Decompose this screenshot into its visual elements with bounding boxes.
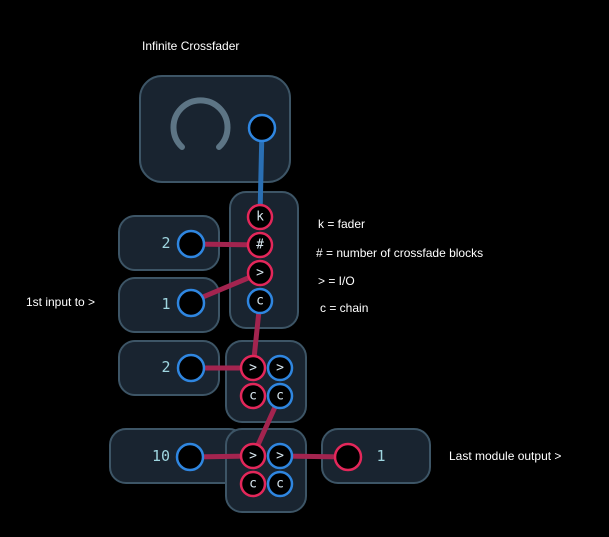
legend-k: k = fader (318, 217, 365, 231)
output-input-port[interactable] (333, 442, 363, 472)
page-title: Infinite Crossfader (142, 39, 239, 53)
first-input-label: 1st input to > (26, 295, 95, 309)
second-input-output-port[interactable] (176, 353, 206, 383)
blocks-output-port[interactable] (176, 229, 206, 259)
third-input-value: 10 (152, 447, 170, 465)
block2-port-c-in-label: c (249, 477, 257, 492)
block2-port-c-out[interactable] (266, 470, 294, 498)
block1-port-c-out-label: c (276, 389, 284, 404)
block1-port-c-out[interactable] (266, 382, 294, 410)
port-gt[interactable] (246, 259, 274, 287)
port-c-out[interactable] (246, 287, 274, 315)
crossfade-block-2[interactable] (225, 428, 307, 513)
block1-port-c-in-label: c (249, 389, 257, 404)
block2-port-gt-out-label: > (276, 449, 284, 464)
block2-port-gt-in-label: > (249, 449, 257, 464)
block1-port-gt-in[interactable] (239, 354, 267, 382)
port-hash[interactable] (246, 231, 274, 259)
block1-port-gt-in-label: > (249, 361, 257, 376)
port-c-out-label: c (256, 294, 264, 309)
port-hash-label: # (256, 238, 264, 253)
crossfade-block-1[interactable] (225, 340, 307, 423)
fader-output-port[interactable] (247, 113, 277, 143)
knob-icon[interactable] (170, 97, 231, 150)
block2-port-gt-out[interactable] (266, 442, 294, 470)
block2-port-c-in[interactable] (239, 470, 267, 498)
block2-port-gt-in[interactable] (239, 442, 267, 470)
block1-port-gt-out-label: > (276, 361, 284, 376)
last-output-label: Last module output > (449, 449, 561, 463)
third-input-output-port[interactable] (175, 442, 205, 472)
cable-fader-to-k[interactable] (257, 125, 265, 219)
fader-module[interactable] (139, 75, 291, 183)
blocks-value: 2 (161, 234, 170, 252)
block2-port-c-out-label: c (276, 477, 284, 492)
output-value: 1 (376, 447, 385, 465)
legend-hash: # = number of crossfade blocks (316, 246, 483, 260)
block1-port-c-in[interactable] (239, 382, 267, 410)
block1-port-gt-out[interactable] (266, 354, 294, 382)
legend-gt: > = I/O (318, 274, 355, 288)
legend-c: c = chain (320, 301, 368, 315)
port-k[interactable] (246, 203, 274, 231)
first-input-value: 1 (161, 295, 170, 313)
port-k-label: k (256, 210, 264, 225)
crossfader-main-module[interactable] (229, 191, 299, 329)
second-input-value: 2 (161, 358, 170, 376)
first-input-output-port[interactable] (176, 288, 206, 318)
port-gt-label: > (256, 266, 264, 281)
